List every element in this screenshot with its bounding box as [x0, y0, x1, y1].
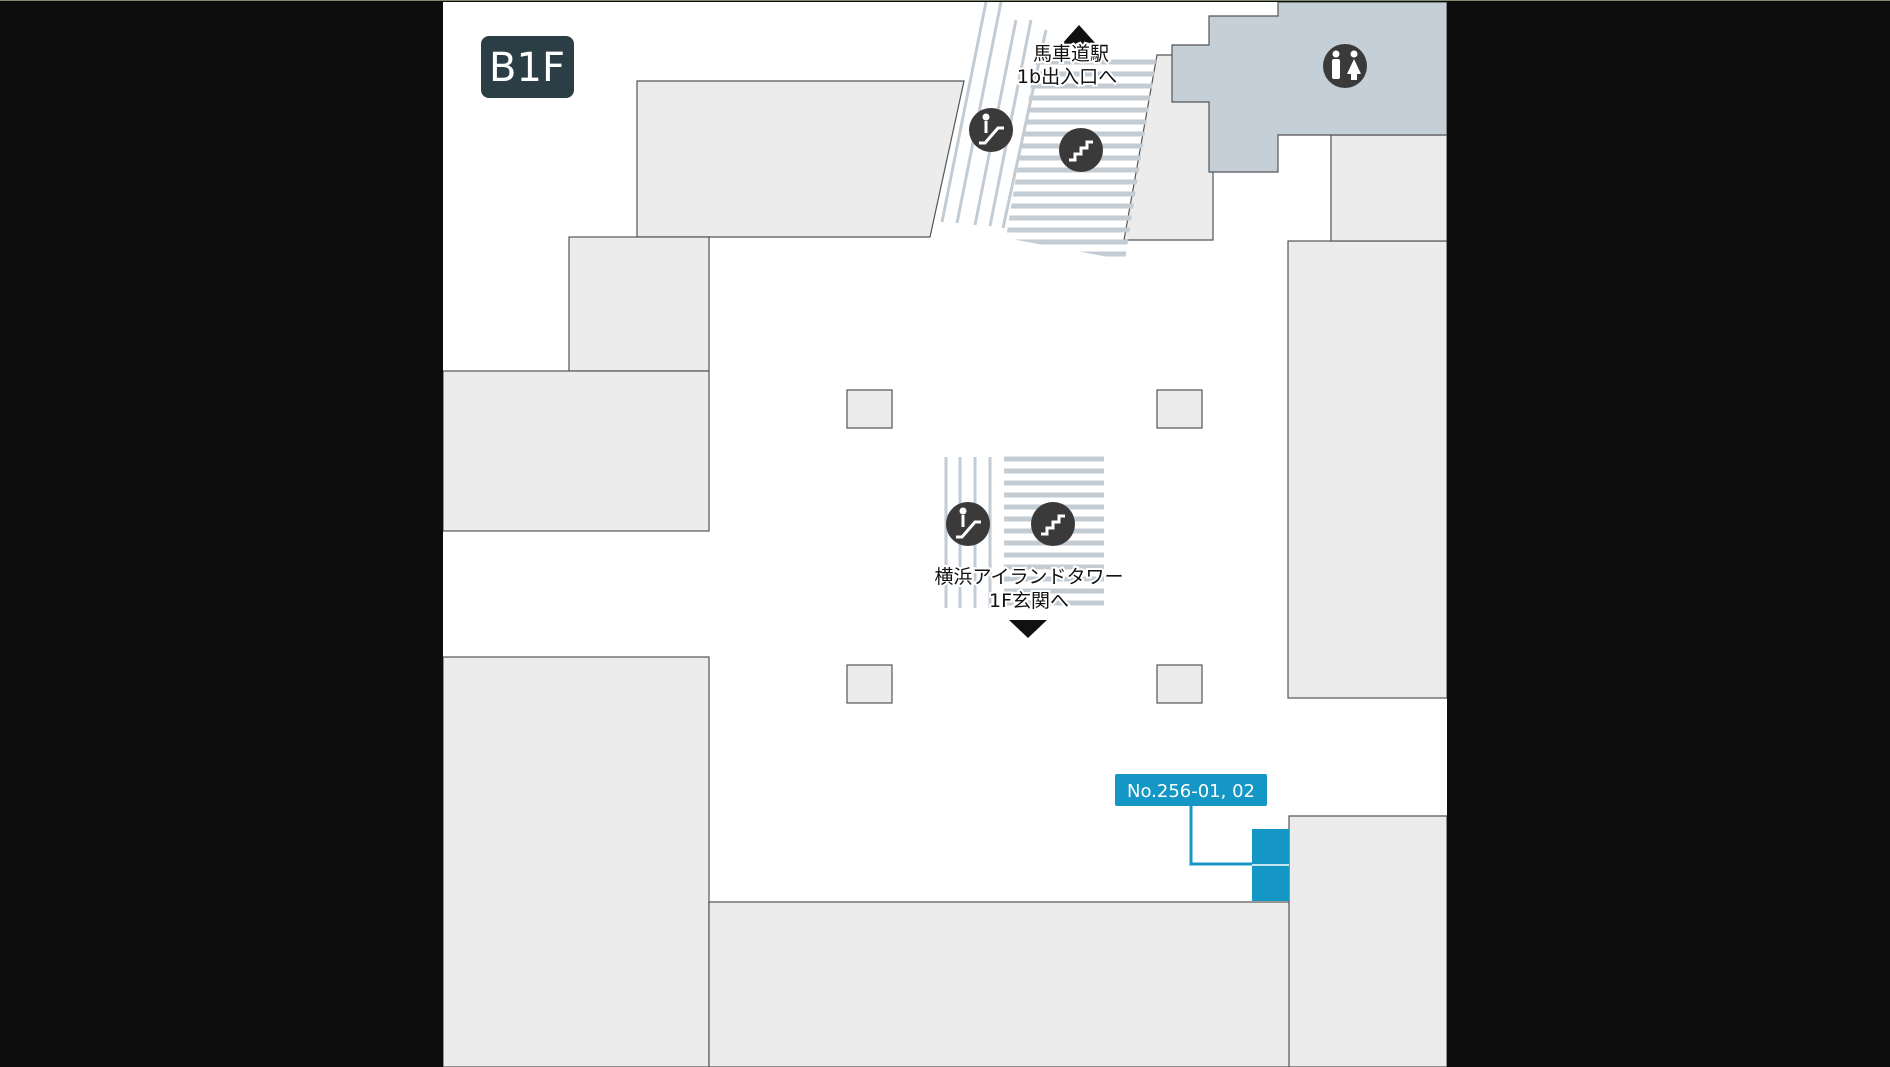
floor-label: B1F — [489, 45, 565, 91]
floor-badge: B1F — [481, 36, 574, 98]
pillar — [1156, 389, 1203, 429]
north-exit-label: 馬車道駅 1b出入口へ — [1015, 41, 1119, 90]
south-exit-line1: 横浜アイランドタワー — [934, 566, 1123, 588]
north-exit-line2: 1b出入口へ — [1017, 66, 1117, 88]
block-upper-left — [636, 80, 965, 238]
north-exit-line1: 馬車道駅 — [1033, 43, 1109, 65]
block-left-bottom — [443, 656, 710, 1067]
south-exit-label: 横浜アイランドタワー 1F玄関へ — [932, 564, 1125, 614]
arrow-down-icon — [1009, 620, 1047, 638]
block-left-step — [568, 236, 710, 372]
arrow-up-icon — [1061, 25, 1097, 45]
pillar — [846, 664, 893, 704]
south-exit-line2: 1F玄関へ — [989, 590, 1069, 612]
stairs-icon — [1059, 128, 1103, 172]
block-right-top — [1330, 134, 1447, 242]
location-marker: No.256-01, 02 — [1115, 774, 1289, 901]
restroom-area — [1171, 2, 1447, 173]
escalator-icon — [969, 108, 1013, 152]
block-bottom-right — [1288, 815, 1447, 1067]
block-right — [1287, 240, 1447, 699]
block-left-middle — [443, 370, 710, 532]
stairs-icon — [1031, 502, 1075, 546]
pillar — [846, 389, 893, 429]
location-label: No.256-01, 02 — [1127, 781, 1255, 802]
restroom-icon — [1323, 44, 1367, 88]
escalator-icon — [946, 502, 990, 546]
pillar — [1156, 664, 1203, 704]
